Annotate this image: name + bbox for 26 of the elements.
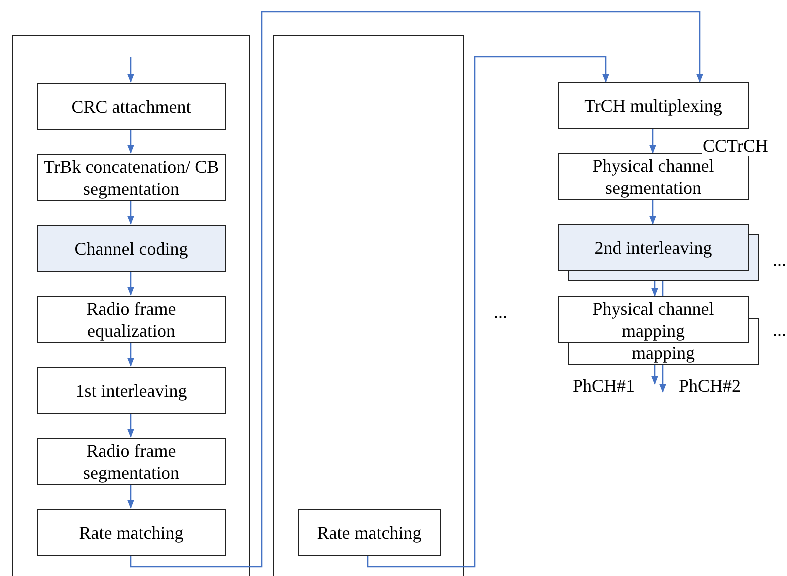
arrow — [127, 200, 135, 225]
arrow — [127, 129, 135, 154]
process-box: 1st interleaving — [37, 367, 226, 414]
arrow — [127, 271, 135, 296]
process-box: TrCH multiplexing — [558, 82, 749, 129]
process-box: Rate matching — [37, 509, 226, 556]
arrow — [649, 129, 657, 154]
process-box: Radio frame equalization — [37, 296, 226, 343]
arrow — [651, 281, 659, 297]
arrow — [659, 365, 667, 393]
process-box: Channel coding — [37, 225, 226, 272]
arrow — [127, 413, 135, 438]
process-box: CRC attachment — [37, 83, 226, 130]
process-box: TrBk concatenation/ CB segmentation — [37, 154, 226, 201]
arrow — [651, 365, 659, 385]
panel-frame — [273, 35, 464, 576]
arrow — [127, 342, 135, 367]
panel-frame — [12, 35, 250, 576]
process-box: Physical channel segmentation — [558, 153, 749, 200]
process-box: Rate matching — [298, 509, 441, 556]
arrow — [367, 56, 610, 568]
arrow — [127, 484, 135, 509]
arrow — [127, 57, 135, 83]
arrow — [130, 11, 704, 568]
arrow — [649, 200, 657, 225]
process-box: Radio frame segmentation — [37, 438, 226, 485]
